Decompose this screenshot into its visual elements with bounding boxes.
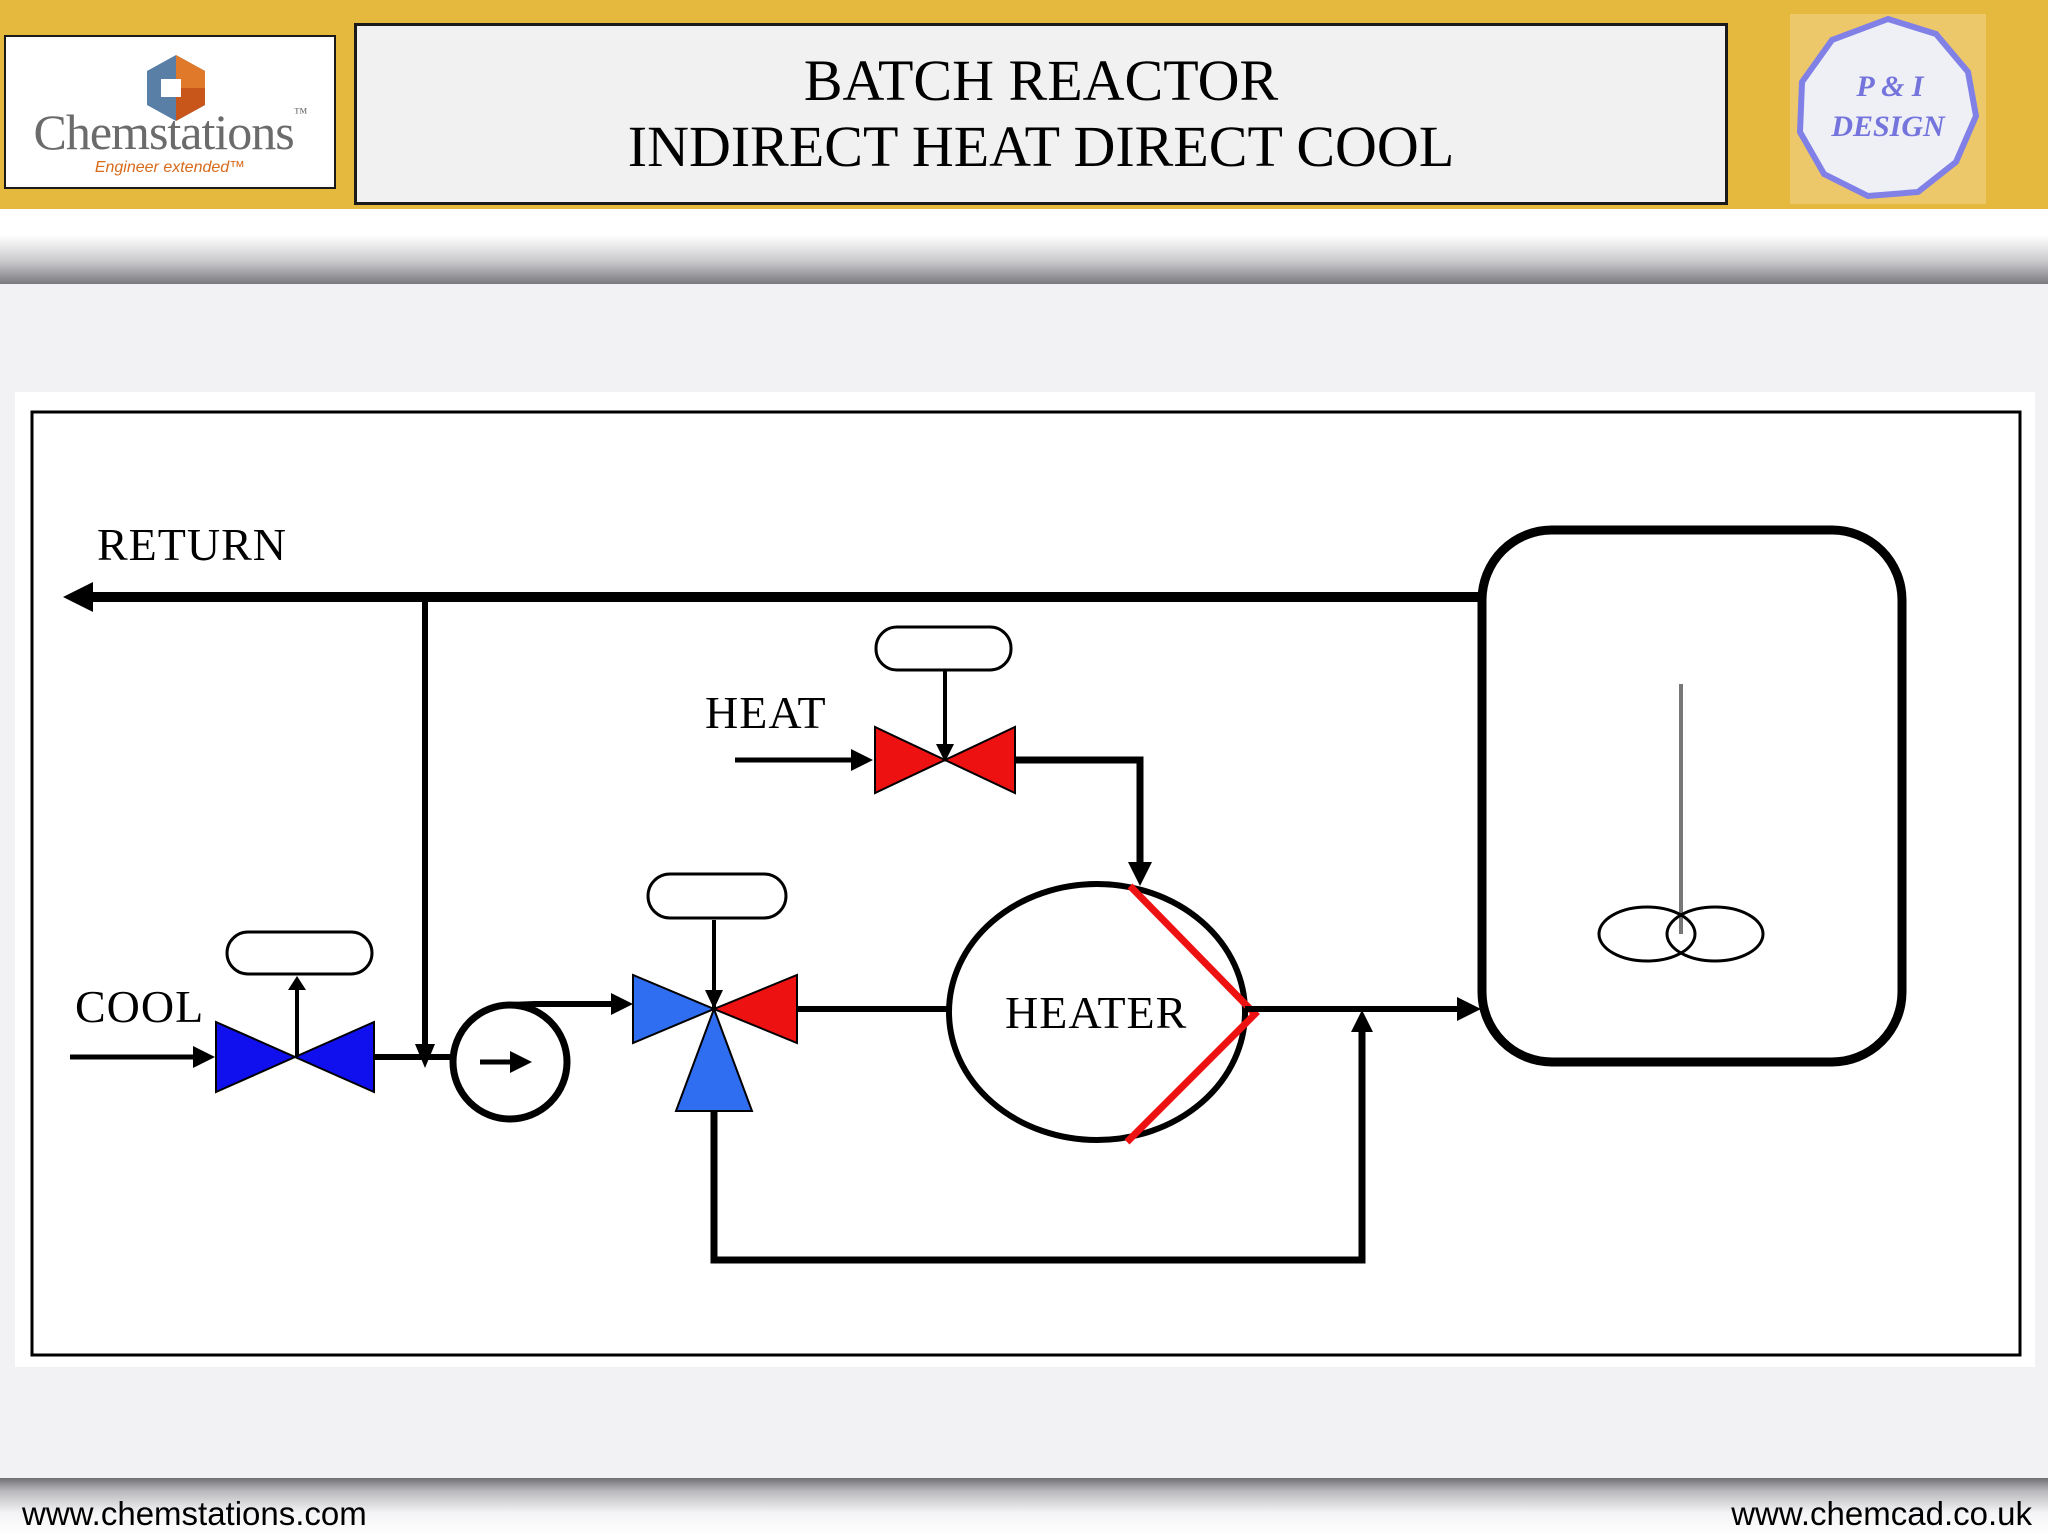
bypass-loop-line [710, 1010, 1373, 1264]
header-divider-band [0, 209, 2048, 284]
header-bar: Chemstations™ Engineer extended™ BATCH R… [0, 0, 2048, 209]
reactor-vessel [1477, 525, 1907, 1067]
page-title: BATCH REACTOR [803, 48, 1279, 113]
mix-control-valve [632, 872, 798, 1112]
cool-control-valve [215, 930, 375, 1094]
heat-to-heater-line [1015, 756, 1152, 886]
pump-icon [449, 1001, 571, 1123]
agitator-icon [1597, 684, 1765, 963]
chemstations-hex-icon [147, 55, 205, 121]
badge-line2: DESIGN [1830, 110, 1946, 143]
heater-outlet-line [1245, 997, 1481, 1021]
heater-label: HEATER [1005, 987, 1187, 1038]
logo-tagline: Engineer extended™ [94, 159, 246, 176]
cool-inlet-line [70, 1046, 215, 1068]
pid-diagram: RETURN COOL [30, 410, 2022, 1357]
chemstations-logo: Chemstations™ Engineer extended™ [4, 35, 336, 189]
logo-wordmark: Chemstations™ [33, 104, 308, 160]
footer-link-chemstations[interactable]: www.chemstations.com [22, 1495, 367, 1532]
heat-control-valve [874, 625, 1016, 795]
diagram-panel: RETURN COOL [15, 392, 2035, 1367]
heat-inlet-line [735, 749, 873, 771]
heat-label: HEAT [705, 687, 827, 738]
pump-discharge-line [509, 993, 633, 1015]
badge-line1: P & I [1855, 70, 1925, 103]
title-box: BATCH REACTOR INDIRECT HEAT DIRECT COOL [354, 23, 1728, 205]
return-label: RETURN [97, 519, 287, 570]
heater-coil [1124, 883, 1260, 1145]
mix-controller [646, 872, 788, 920]
footer-band [0, 1478, 2048, 1536]
cool-controller [225, 930, 374, 976]
footer-link-chemcad[interactable]: www.chemcad.co.uk [1731, 1495, 2032, 1532]
pi-design-badge: P & I DESIGN [1790, 14, 1986, 204]
page-subtitle: INDIRECT HEAT DIRECT COOL [627, 114, 1455, 179]
cool-label: COOL [75, 981, 204, 1032]
heat-controller [874, 625, 1013, 672]
